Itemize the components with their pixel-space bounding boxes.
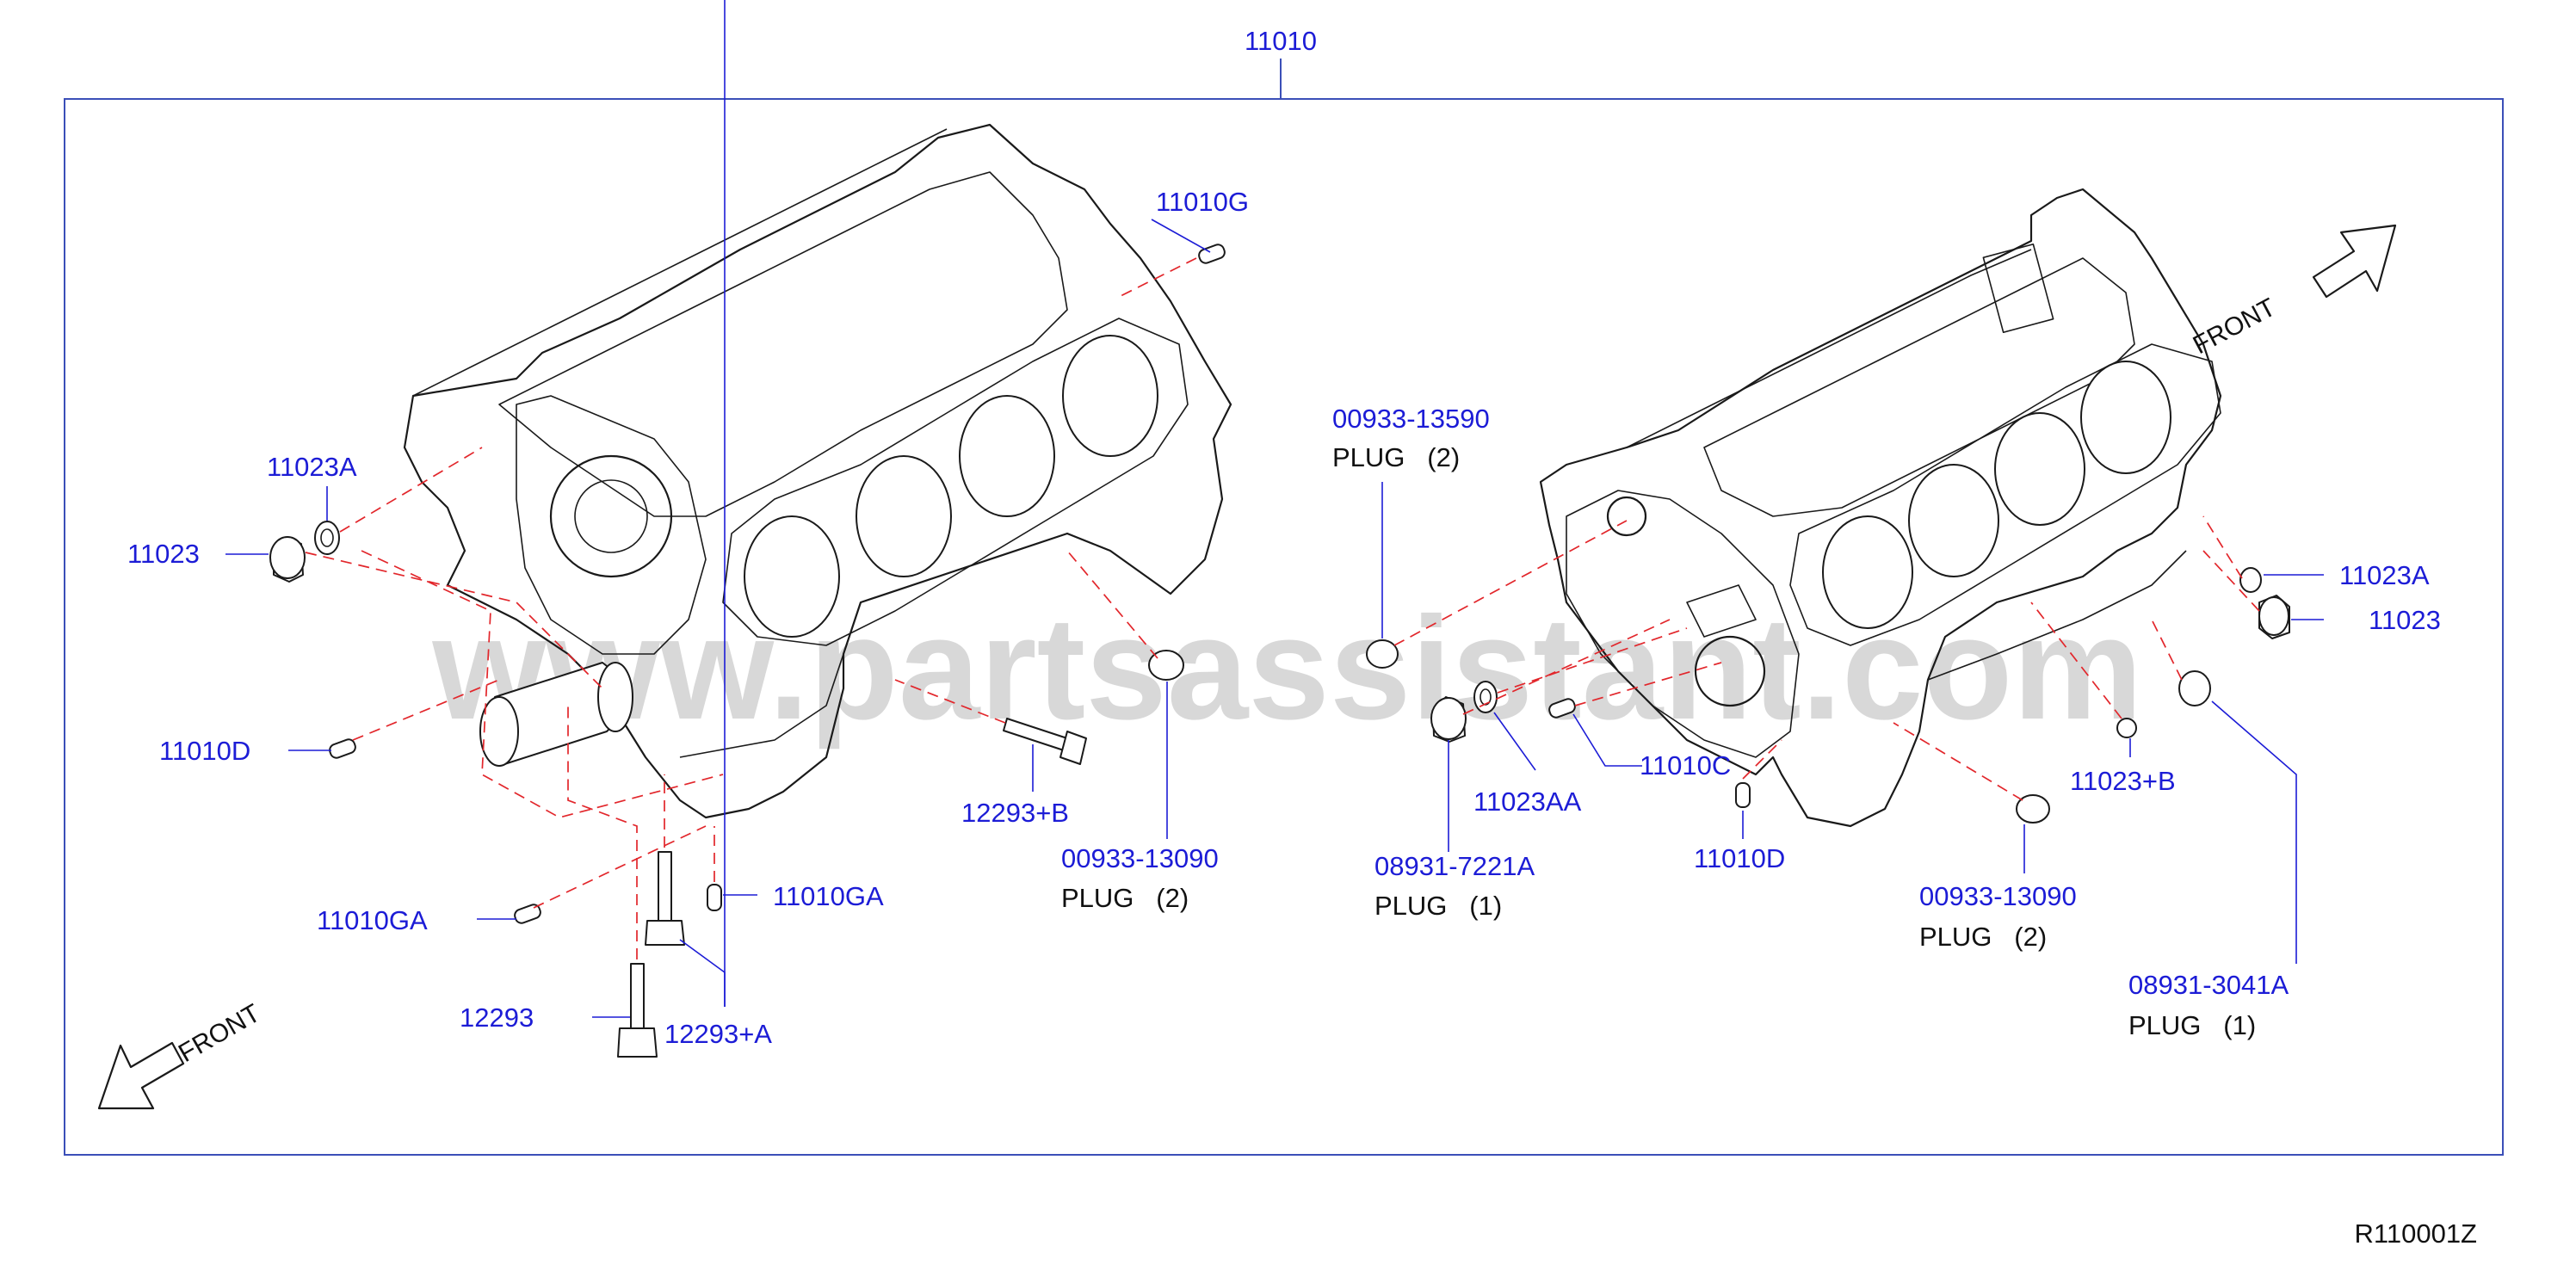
callout-11010GA-mid[interactable]: 11010GA	[773, 881, 884, 911]
plug-11023-left-head	[269, 536, 306, 579]
left-bore-2	[856, 455, 952, 577]
callout-11010G[interactable]: 11010G	[1156, 187, 1249, 217]
left-rear-face	[516, 395, 707, 655]
left-crank-bore-inner	[574, 479, 648, 553]
callout-11023A-right[interactable]: 11023A	[2339, 560, 2430, 590]
callout-08931-3041A[interactable]: 08931-3041A	[2128, 970, 2289, 1000]
right-front-bore-lower	[1694, 635, 1766, 707]
callout-11010D-right[interactable]: 11010D	[1694, 843, 1785, 873]
bolt-12293B-head	[1059, 731, 1087, 765]
front-arrow-left: FRONT	[97, 999, 265, 1110]
washer-11023AA	[1473, 681, 1498, 713]
front-arrow-right-icon	[2312, 224, 2397, 299]
callout-plug-1-mid: PLUG (1)	[1374, 891, 1502, 921]
bolt-12293-head	[617, 1027, 658, 1058]
right-blue-leaders	[1381, 482, 2324, 964]
left-head-gasket-face	[722, 318, 1189, 646]
right-front-bore-upper	[1606, 496, 1647, 537]
callout-00933-13090-left[interactable]: 00933-13090	[1061, 843, 1219, 873]
callout-plug-2-top: PLUG (2)	[1332, 442, 1460, 472]
callout-11023-left[interactable]: 11023	[127, 539, 200, 569]
left-pan-rail	[679, 653, 844, 758]
right-loose-parts	[1366, 567, 2290, 824]
callout-plug-2-left: PLUG (2)	[1061, 883, 1189, 913]
right-bore-3	[1994, 412, 2085, 526]
callout-12293A[interactable]: 12293+A	[664, 1019, 772, 1049]
left-crank-bore	[549, 454, 673, 578]
front-arrow-right: FRONT	[2189, 224, 2397, 361]
right-block-deck-edge	[1626, 249, 2032, 448]
washer-11023A-right	[2239, 567, 2262, 593]
left-blue-leaders	[225, 0, 1211, 1018]
right-block-valley	[1703, 257, 2135, 517]
left-shaft-end	[479, 696, 519, 767]
bolt-12293A-shank	[658, 851, 672, 922]
left-bore-4	[1062, 335, 1158, 457]
plug-00933-13090-right	[2016, 794, 2050, 824]
dowel-11010GA-left	[514, 904, 541, 924]
callout-00933-13590[interactable]: 00933-13590	[1332, 404, 1490, 434]
right-bore-4	[2080, 361, 2171, 474]
left-cylinder-block	[403, 123, 1232, 819]
washer-11023A-left	[314, 521, 340, 555]
callout-11010D-left[interactable]: 11010D	[159, 736, 250, 766]
plug-08931-3041A	[2178, 670, 2211, 706]
callout-11023A-left[interactable]: 11023A	[267, 452, 357, 482]
left-dashed-leaders	[305, 257, 1197, 959]
bolt-12293A-head	[645, 920, 685, 946]
washer-11023A-left-hole	[320, 528, 334, 547]
left-loose-parts	[269, 244, 1226, 1058]
dowel-11010D-left	[329, 738, 356, 759]
dowel-11010D-right	[1735, 782, 1751, 808]
callout-11023-right[interactable]: 11023	[2369, 605, 2441, 635]
left-block-outline	[403, 123, 1232, 819]
callout-11010GA-left[interactable]: 11010GA	[317, 905, 428, 935]
right-bore-2	[1908, 464, 1999, 577]
callout-08931-7221A[interactable]: 08931-7221A	[1374, 851, 1535, 881]
callout-plug-1-right: PLUG (1)	[2128, 1010, 2256, 1040]
left-block-valley	[498, 171, 1068, 517]
bolt-12293-shank	[630, 963, 645, 1029]
right-head-gasket-face	[1789, 343, 2221, 646]
right-bore-1	[1822, 515, 1913, 629]
left-skirt-line	[860, 533, 1111, 603]
ball-11023B	[2116, 718, 2137, 738]
plug-08931-7221A-head	[1430, 697, 1467, 740]
left-block-deck-edge	[412, 128, 948, 397]
plug-11023-right-head	[2258, 596, 2289, 636]
right-skirt-line	[1927, 550, 2187, 681]
callout-12293[interactable]: 12293	[460, 1002, 534, 1033]
front-label-left: FRONT	[174, 999, 265, 1068]
right-cylinder-block	[1539, 188, 2222, 828]
right-pump-pad	[1686, 584, 1757, 638]
callout-11023B[interactable]: 11023+B	[2070, 766, 2176, 796]
callout-00933-13090-right[interactable]: 00933-13090	[1919, 881, 2077, 911]
callout-12293B[interactable]: 12293+B	[961, 798, 1069, 828]
dowel-11010C	[1548, 698, 1576, 719]
callout-11010C[interactable]: 11010C	[1640, 750, 1731, 780]
right-block-tower	[1982, 243, 2054, 334]
plug-00933-13590	[1366, 639, 1399, 669]
left-bore-3	[959, 395, 1055, 517]
left-shaft-collar	[597, 662, 633, 732]
assembly-part-number[interactable]: 11010	[1245, 26, 1317, 56]
front-label-right: FRONT	[2189, 293, 2281, 361]
left-bore-1	[744, 515, 840, 638]
front-arrow-left-icon	[97, 1041, 185, 1110]
figure-code: R110001Z	[2355, 1218, 2477, 1249]
diagram-frame	[64, 98, 2504, 1156]
dowel-11010GA-mid	[707, 884, 722, 911]
right-front-face	[1566, 490, 1800, 758]
right-dashed-leaders	[1393, 515, 2260, 801]
callout-plug-2-bottom: PLUG (2)	[1919, 922, 2047, 952]
callout-11023AA[interactable]: 11023AA	[1473, 787, 1582, 817]
dowel-11010G	[1198, 244, 1226, 264]
